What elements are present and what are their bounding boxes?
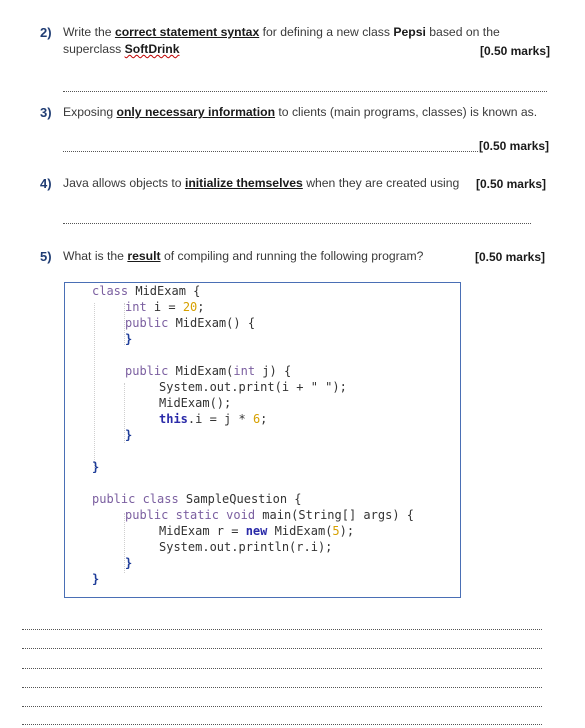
code-line: }: [92, 460, 100, 474]
question-text: What is the result of compiling and runn…: [63, 248, 550, 265]
code-line: public MidExam(int j) {: [125, 364, 292, 378]
text: of compiling and running the following p…: [160, 249, 424, 263]
answer-line: [22, 629, 542, 630]
indent-guide: [124, 303, 125, 345]
marks-label: [0.50 marks]: [479, 139, 550, 153]
answer-line: [22, 648, 542, 649]
key-term: only necessary information: [116, 105, 276, 119]
text: for defining a new class: [259, 25, 394, 39]
answer-line: [63, 151, 478, 152]
code-line: this.i = j * 6;: [159, 412, 268, 426]
answer-line: [63, 223, 531, 224]
code-line: }: [92, 572, 100, 586]
question-4: 4) Java allows objects to initialize the…: [40, 175, 550, 195]
answer-line: [22, 724, 542, 725]
question-2: 2) Write the correct statement syntax fo…: [40, 24, 550, 64]
code-line: MidExam();: [159, 396, 232, 410]
answer-line: [63, 91, 547, 92]
question-number: 3): [40, 105, 52, 120]
code-line: }: [125, 332, 133, 346]
question-text: Exposing only necessary information to c…: [63, 104, 550, 121]
code-line: public MidExam() {: [125, 316, 256, 330]
class-name: Pepsi: [393, 25, 426, 39]
code-line: public static void main(String[] args) {: [125, 508, 414, 522]
text: when they are created using: [302, 176, 460, 190]
marks-label: [0.50 marks]: [474, 250, 545, 264]
code-line: System.out.println(r.i);: [159, 540, 333, 554]
text: to clients (main programs, classes) is k…: [275, 105, 538, 119]
indent-guide: [124, 513, 125, 573]
indent-guide: [124, 383, 125, 443]
answer-line: [22, 706, 542, 707]
question-number: 2): [40, 25, 52, 40]
code-line: public class SampleQuestion {: [92, 492, 302, 506]
code-line: int i = 20;: [125, 300, 205, 314]
answer-line: [22, 687, 542, 688]
superclass-name: SoftDrink: [124, 42, 180, 56]
text: What is the: [63, 249, 128, 263]
indent-guide: [94, 303, 95, 468]
key-term: initialize themselves: [184, 176, 303, 190]
code-line: MidExam r = new MidExam(5);: [159, 524, 355, 538]
key-term: result: [127, 249, 161, 263]
code-listing: class MidExam { int i = 20; public MidEx…: [64, 282, 461, 598]
question-text: Java allows objects to initialize themse…: [63, 175, 550, 192]
text: based on the: [425, 25, 500, 39]
answer-line: [22, 668, 542, 669]
text: Java allows objects to: [63, 176, 185, 190]
text: Write the: [63, 25, 115, 39]
text: superclass: [63, 42, 125, 56]
question-5: 5) What is the result of compiling and r…: [40, 248, 550, 268]
marks-label: [0.50 marks]: [479, 44, 550, 58]
code-line: class MidExam {: [92, 284, 201, 298]
marks-label: [0.50 marks]: [475, 177, 546, 191]
question-text: Write the correct statement syntax for d…: [63, 24, 550, 58]
question-number: 5): [40, 249, 52, 264]
question-3: 3) Exposing only necessary information t…: [40, 104, 550, 124]
question-number: 4): [40, 176, 52, 191]
key-term: correct statement syntax: [114, 25, 260, 39]
code-line: }: [125, 428, 133, 442]
code-line: System.out.print(i + " ");: [159, 380, 347, 394]
text: Exposing: [63, 105, 117, 119]
code-line: }: [125, 556, 133, 570]
